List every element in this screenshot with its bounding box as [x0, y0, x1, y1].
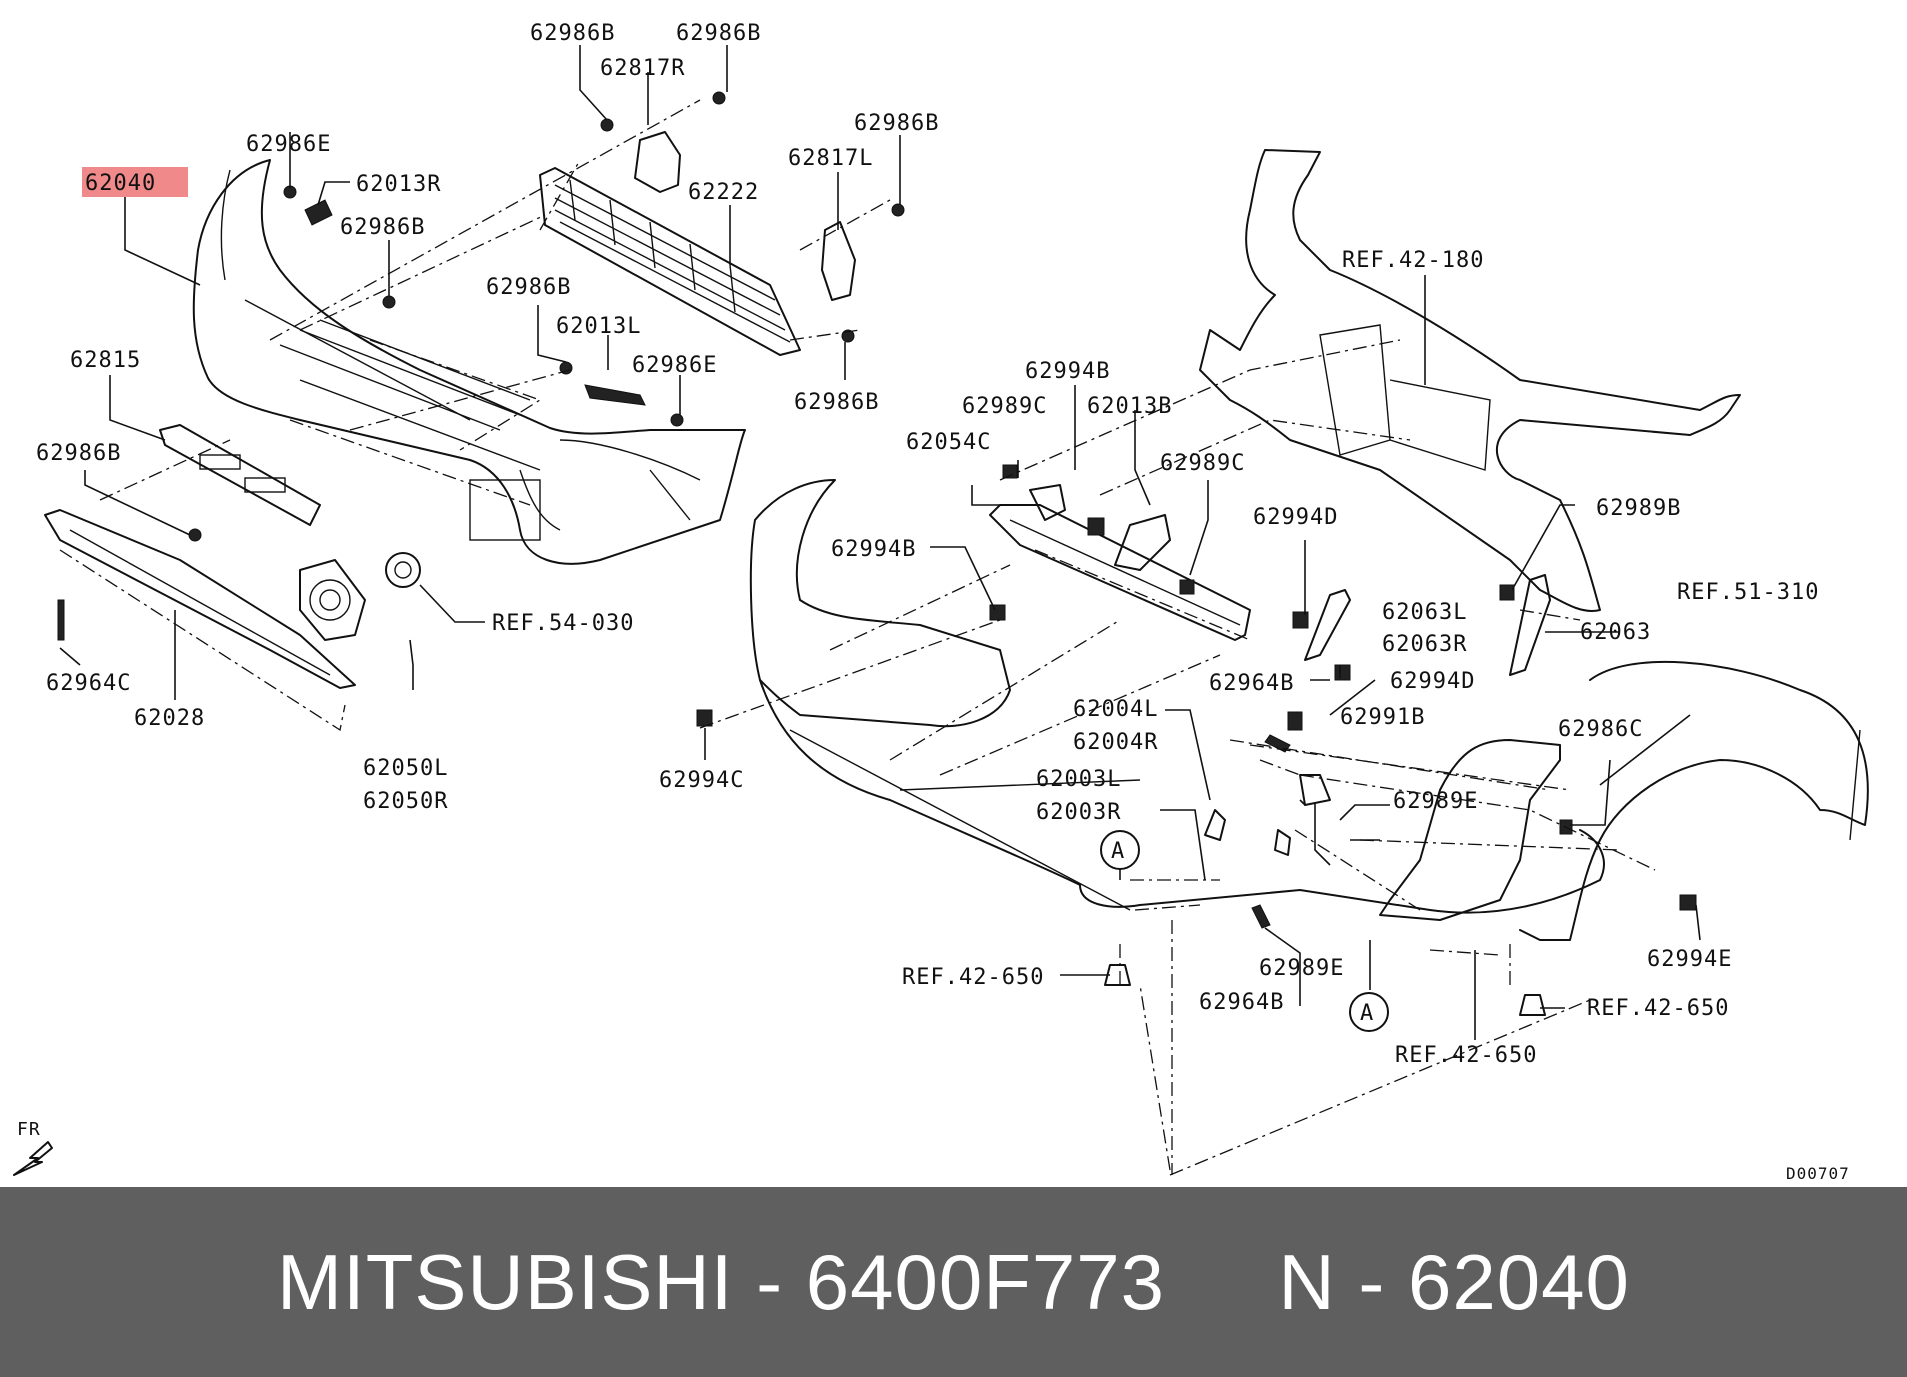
label-62986B: 62986B [854, 111, 939, 136]
phantom-lines-right [699, 339, 1656, 1176]
label-62986B: 62986B [36, 441, 121, 466]
label-62003R: 62003R [1036, 800, 1121, 825]
label-62054C: 62054C [906, 430, 991, 455]
label-62013R: 62013R [356, 172, 441, 197]
front-grille-62222 [539, 167, 801, 356]
part-number-caption: MITSUBISHI - 6400F773 N - 62040 [277, 1237, 1630, 1326]
fender-liner-ref-51-310 [1519, 660, 1869, 941]
label-62817R: 62817R [600, 56, 685, 81]
label-62986E: 62986E [632, 353, 717, 378]
fasteners-left [57, 91, 905, 641]
label-62964B: 62964B [1199, 990, 1284, 1015]
label-62013L: 62013L [556, 314, 641, 339]
license-plate-bracket-62815 [159, 424, 321, 526]
bumper-cover-lower [749, 479, 1605, 914]
label-62004L: 62004L [1073, 697, 1158, 722]
label-62989C: 62989C [1160, 451, 1245, 476]
diagram-code: D00707 [1786, 1164, 1850, 1183]
label-62964B: 62964B [1209, 671, 1294, 696]
fog-lamp-cover-62050 [299, 559, 366, 641]
marker-a-2-label: A [1360, 1001, 1374, 1026]
front-direction-indicator: FR [13, 1119, 53, 1176]
front-bumper-fascia [192, 159, 746, 565]
label-ref-42-180: REF.42-180 [1342, 248, 1484, 273]
label-62989E: 62989E [1259, 956, 1344, 981]
label-62040: 62040 [85, 171, 156, 196]
parts-diagram-drawing: A A FR 62986B 62986B 62817R 62986E 62040 [13, 21, 1869, 1183]
label-62003L: 62003L [1036, 767, 1121, 792]
parts-diagram: A A FR 62986B 62986B 62817R 62986E 62040 [13, 21, 1869, 1183]
leader-lines-right [704, 275, 1701, 1040]
marker-a-1-label: A [1111, 839, 1125, 864]
label-62063L: 62063L [1382, 600, 1467, 625]
label-62994D: 62994D [1390, 669, 1475, 694]
label-62994C: 62994C [659, 768, 744, 793]
label-62063R: 62063R [1382, 632, 1467, 657]
fr-label: FR [17, 1119, 41, 1140]
fog-lamp-ref [385, 552, 421, 588]
marker-a-1: A [1100, 830, 1140, 880]
label-62994E: 62994E [1647, 947, 1732, 972]
label-62986B: 62986B [676, 21, 761, 46]
label-62986B: 62986B [340, 215, 425, 240]
label-62986B: 62986B [794, 390, 879, 415]
strip-62063 [1304, 574, 1551, 676]
label-ref-42-650: REF.42-650 [1587, 996, 1729, 1021]
part-labels: 62986B 62986B 62817R 62986E 62040 62013R… [36, 21, 1850, 1183]
label-62989B: 62989B [1596, 496, 1681, 521]
label-62994D: 62994D [1253, 505, 1338, 530]
label-62994B: 62994B [1025, 359, 1110, 384]
label-ref-54-030: REF.54-030 [492, 611, 634, 636]
footer-banner: MITSUBISHI - 6400F773 N - 62040 [0, 1187, 1907, 1377]
label-62986B: 62986B [486, 275, 571, 300]
splash-shield [1379, 739, 1561, 921]
label-62989C: 62989C [962, 394, 1047, 419]
highlighted-part-box [82, 167, 188, 197]
phantom-lines-left [59, 99, 891, 732]
label-62004R: 62004R [1073, 730, 1158, 755]
label-62986E: 62986E [246, 132, 331, 157]
label-62815: 62815 [70, 348, 141, 373]
label-62986B: 62986B [530, 21, 615, 46]
label-62817L: 62817L [788, 146, 873, 171]
label-62986C: 62986C [1558, 717, 1643, 742]
label-ref-42-650: REF.42-650 [902, 965, 1044, 990]
label-62989E: 62989E [1393, 789, 1478, 814]
label-62050L: 62050L [363, 756, 448, 781]
label-62222: 62222 [688, 180, 759, 205]
label-62050R: 62050R [363, 789, 448, 814]
label-62028: 62028 [134, 706, 205, 731]
label-62994B: 62994B [831, 537, 916, 562]
marker-a-2: A [1349, 992, 1389, 1032]
bumper-beam-62054C [989, 484, 1251, 641]
label-62964C: 62964C [46, 671, 131, 696]
bracket-62817R [634, 131, 681, 193]
body-frame-ref-42-180 [1199, 149, 1741, 612]
label-ref-51-310: REF.51-310 [1677, 580, 1819, 605]
bracket-62817L [821, 221, 856, 301]
lower-grille-62028 [44, 509, 356, 689]
label-62991B: 62991B [1340, 705, 1425, 730]
label-62063: 62063 [1580, 620, 1651, 645]
label-62013B: 62013B [1087, 394, 1172, 419]
leader-lines-left [59, 45, 901, 700]
label-ref-42-650: REF.42-650 [1395, 1043, 1537, 1068]
front-arrow-icon [13, 1141, 53, 1176]
